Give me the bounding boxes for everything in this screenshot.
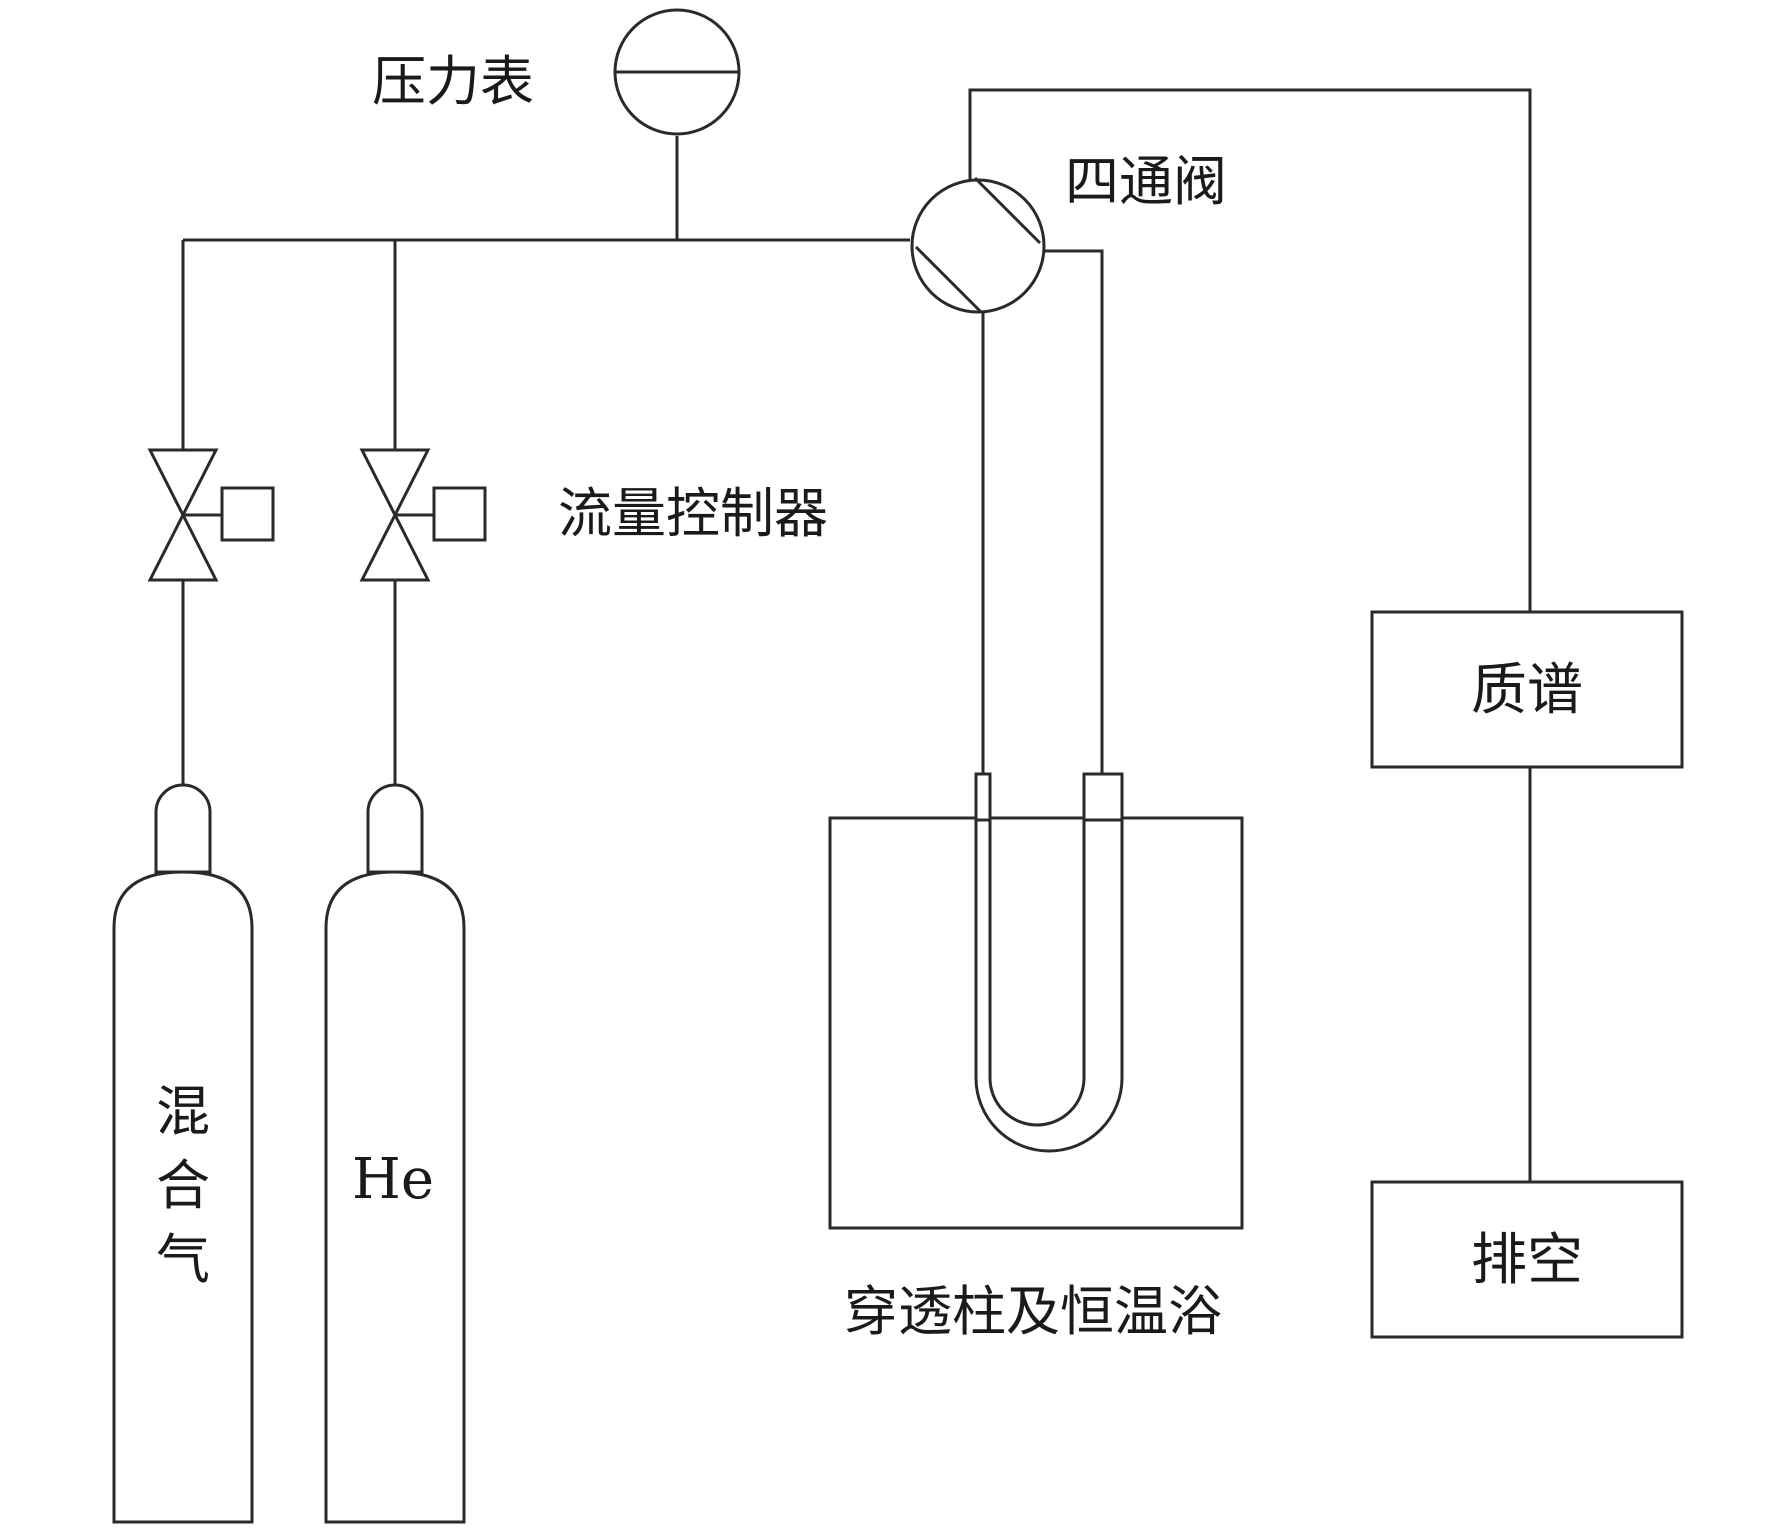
four-way-valve-icon <box>910 178 1046 314</box>
valve-icon <box>147 511 219 582</box>
column-outlet-tube <box>1082 772 1124 822</box>
mixed-gas-label-1: 混 <box>156 1080 210 1143</box>
mass-spectrometer <box>1370 610 1684 769</box>
column-inlet-tube <box>974 772 992 822</box>
flow-controller-mixed-gas <box>147 448 275 582</box>
actuator-box-icon <box>432 486 487 542</box>
vent <box>1370 1180 1684 1339</box>
four-way-valve <box>910 176 1046 314</box>
cylinder-body <box>112 870 254 1524</box>
piping <box>181 88 1532 1182</box>
thermostatic-bath <box>828 816 1244 1230</box>
four-way-valve-label: 四通阀 <box>1065 150 1227 213</box>
mass-spec-label: 质谱 <box>1471 658 1583 723</box>
breakthrough-column <box>974 772 1124 1153</box>
valve-icon <box>359 511 431 582</box>
he-cylinder <box>324 783 466 1524</box>
flow-controller-label: 流量控制器 <box>558 482 828 545</box>
he-cylinder-label: He <box>352 1147 434 1212</box>
valve-icon <box>359 448 431 519</box>
mixed-gas-label-2: 合 <box>156 1154 210 1217</box>
column-bath-label: 穿透柱及恒温浴 <box>844 1280 1222 1343</box>
cylinder-valve-cap <box>366 783 424 874</box>
pressure-gauge <box>613 8 741 136</box>
u-tube-outer <box>974 820 1124 1153</box>
mixed-gas-label-3: 气 <box>156 1228 210 1291</box>
mixed-gas-cylinder <box>112 783 254 1524</box>
cylinder-body <box>324 870 466 1524</box>
mass-spec-box <box>1370 610 1684 769</box>
valve-passage-upper <box>973 176 1042 245</box>
valve-icon <box>147 448 219 519</box>
pressure-gauge-label: 压力表 <box>372 50 534 113</box>
mass-spec-pipe <box>968 88 1532 612</box>
vent-box <box>1370 1180 1684 1339</box>
bath-box <box>828 816 1244 1230</box>
u-tube-inner <box>988 820 1086 1127</box>
flow-controller-he <box>359 448 487 582</box>
cylinder-valve-cap <box>154 783 212 874</box>
valve-passage-lower <box>914 245 983 314</box>
actuator-box-icon <box>220 486 275 542</box>
vent-label: 排空 <box>1471 1228 1583 1293</box>
column-outlet-pipe <box>1042 249 1104 775</box>
